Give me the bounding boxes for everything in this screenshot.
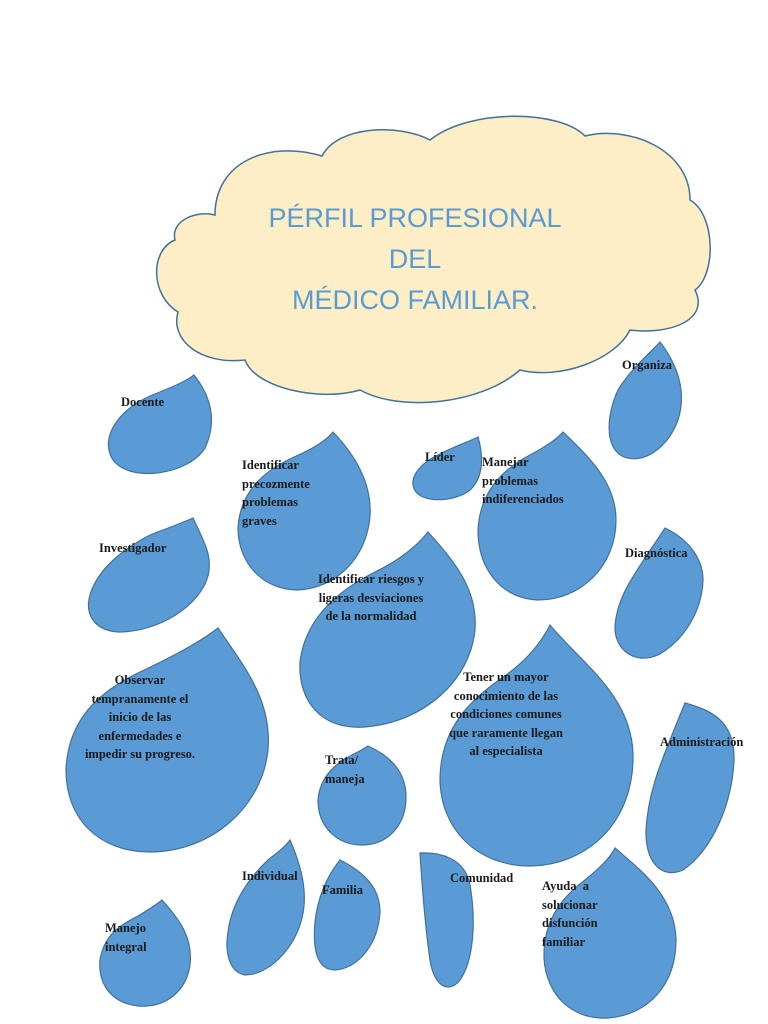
label-identificar-riesgos: Identificar riesgos y ligeras desviacion… — [317, 572, 424, 623]
drop-investigador — [88, 517, 210, 633]
label-lider: Líder — [425, 450, 455, 464]
label-docente: Docente — [121, 395, 165, 409]
drop-observar — [65, 627, 269, 853]
label-investigador: Investigador — [99, 541, 167, 555]
drop-comunidad — [419, 852, 474, 988]
label-administracion: Administración — [660, 735, 744, 749]
label-manejar-problemas: Manejar problemas indiferenciados — [482, 455, 564, 506]
label-manejo-integral: Manejo integral — [105, 921, 147, 954]
title-line-2: DEL — [388, 244, 442, 274]
drop-trata-maneja — [317, 745, 407, 846]
title-line-3: MÉDICO FAMILIAR. — [291, 285, 539, 315]
label-diagnostica: Diagnóstica — [625, 546, 688, 560]
drop-manejo-integral — [99, 899, 192, 1007]
label-ayuda: Ayuda a solucionar disfunción familiar — [542, 879, 598, 949]
label-identificar-precozmente: Identificar precozmente problemas graves — [242, 458, 310, 528]
label-trata-maneja: Trata/ maneja — [325, 753, 365, 786]
drop-identificar-riesgos — [299, 531, 476, 728]
drop-administracion — [645, 702, 735, 874]
title-cloud — [155, 115, 711, 404]
label-observar: Observar tempranamente el inicio de las … — [84, 673, 196, 761]
label-individual: Individual — [242, 869, 298, 883]
label-comunidad: Comunidad — [450, 871, 514, 885]
label-tener-conocimiento: Tener un mayor conocimiento de las condi… — [449, 670, 563, 758]
title-line-1: PÉRFIL PROFESIONAL — [268, 203, 562, 233]
drop-identificar-precozmente — [237, 431, 371, 591]
drop-individual — [226, 838, 305, 976]
drop-organiza — [608, 341, 683, 460]
drop-tener-conocimiento — [439, 623, 634, 867]
page-title: PÉRFIL PROFESIONAL DEL MÉDICO FAMILIAR. — [215, 198, 615, 321]
drop-familia — [313, 859, 381, 971]
drop-ayuda — [543, 847, 677, 1019]
label-organiza: Organiza — [622, 358, 672, 372]
drop-lider — [412, 436, 483, 501]
drop-diagnostica — [614, 527, 704, 659]
drop-manejar-problemas — [477, 431, 617, 601]
label-familia: Familia — [322, 883, 363, 897]
drop-docente — [107, 374, 212, 474]
